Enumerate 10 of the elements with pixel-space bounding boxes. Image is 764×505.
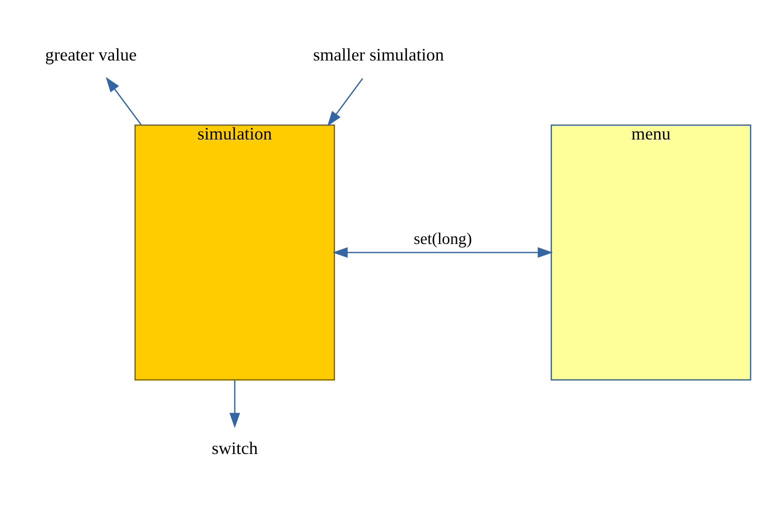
- arrow: [106, 77, 142, 126]
- arrow: [229, 380, 240, 428]
- arrow: [332, 247, 553, 258]
- node-text: smaller simulation: [313, 44, 444, 64]
- edge-label: set(long): [414, 229, 472, 248]
- node-box: simulation: [134, 124, 336, 381]
- node-text: switch: [212, 438, 258, 458]
- node-text: greater value: [45, 44, 137, 64]
- node-box: menu: [550, 124, 752, 381]
- arrow: [327, 78, 364, 126]
